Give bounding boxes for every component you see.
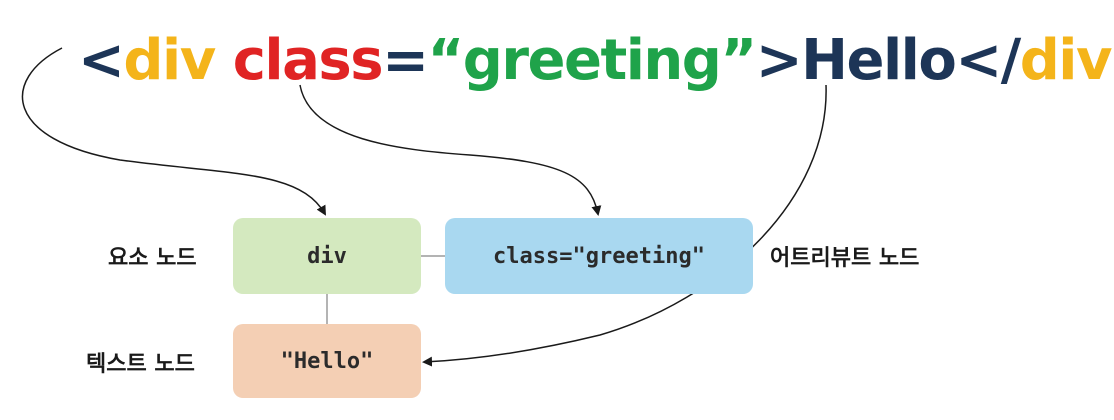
html-code-snippet: < div class = “greeting” > Hello </ div …: [78, 20, 1114, 100]
attribute-node-caption: 어트리뷰트 노드: [770, 246, 920, 271]
code-tag-open: div: [123, 27, 216, 93]
code-attr-value: “greeting”: [427, 27, 757, 93]
code-equals: =: [382, 27, 429, 93]
text-node-caption: 텍스트 노드: [86, 352, 195, 377]
arrow-to-text-node: [422, 84, 827, 367]
element-node-label: div: [307, 243, 347, 269]
attribute-node-label: class="greeting": [493, 243, 705, 269]
arrow-to-element-node: [21, 47, 326, 216]
attribute-node: class="greeting": [445, 218, 753, 294]
text-node-label: "Hello": [280, 348, 374, 374]
code-space: [215, 28, 233, 93]
code-text: Hello: [801, 27, 957, 93]
arrow-to-attribute-node: [299, 84, 602, 216]
element-node: div: [233, 218, 421, 294]
code-open-bracket: <: [78, 27, 125, 93]
text-node: "Hello": [233, 324, 421, 398]
element-node-caption: 요소 노드: [108, 246, 197, 271]
code-closing-end: >: [1111, 28, 1114, 93]
code-tag-close: div: [1019, 27, 1113, 93]
code-closing-open: </: [955, 27, 1021, 93]
code-close-bracket: >: [755, 27, 803, 93]
code-attr-name: class: [232, 27, 384, 93]
